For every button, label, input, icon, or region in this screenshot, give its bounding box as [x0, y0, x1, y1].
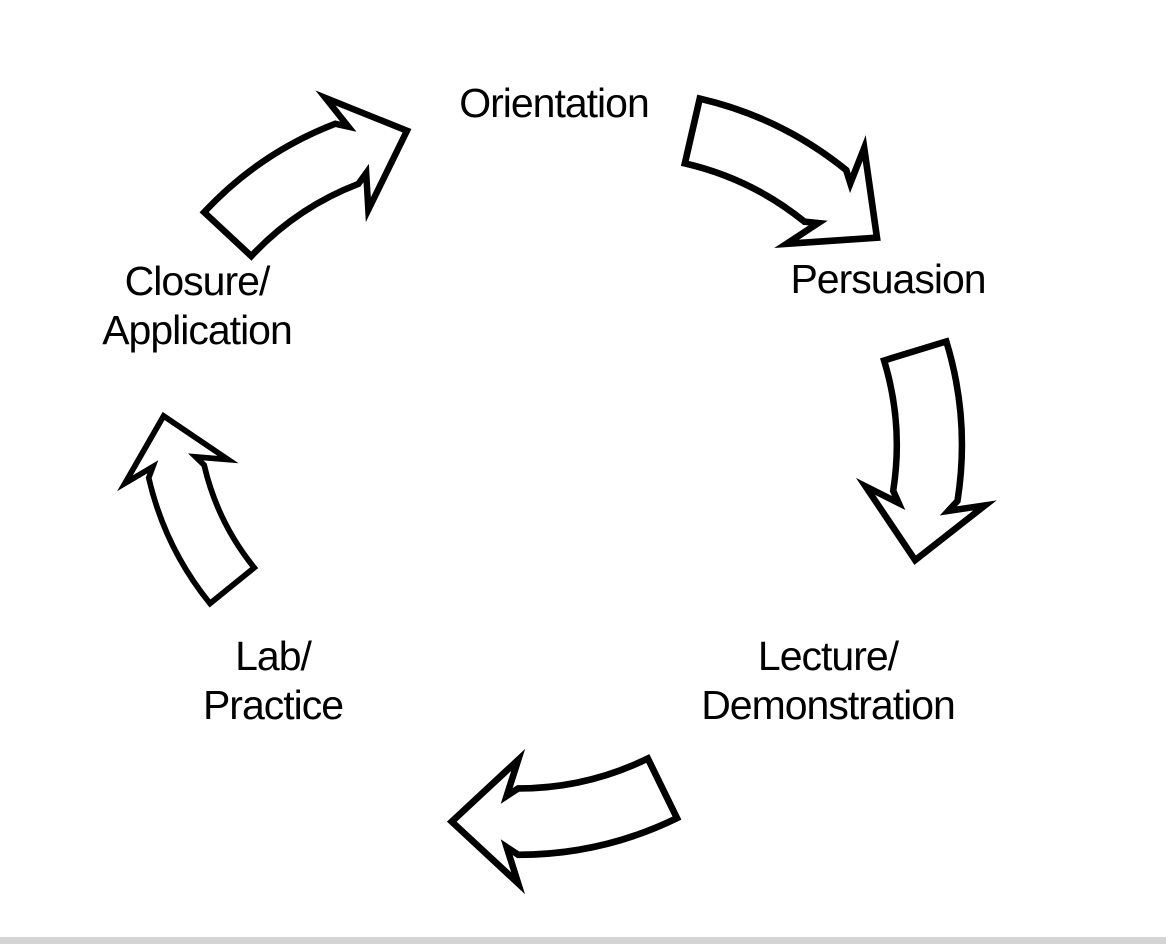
node-lecture-demonstration: Lecture/ Demonstration: [701, 633, 956, 728]
node-lab-practice: Lab/ Practice: [202, 633, 344, 728]
node-orientation: Orientation: [459, 80, 650, 126]
curved-arrow-lab-to-closure-icon: [97, 392, 283, 626]
page-bottom-edge: [0, 937, 1166, 944]
node-persuasion: Persuasion: [790, 256, 986, 302]
curved-arrow-lecture-to-lab-icon: [436, 729, 693, 902]
node-closure-application: Closure/ Application: [102, 258, 293, 353]
curved-arrow-persuasion-to-lecture-icon: [860, 333, 994, 568]
